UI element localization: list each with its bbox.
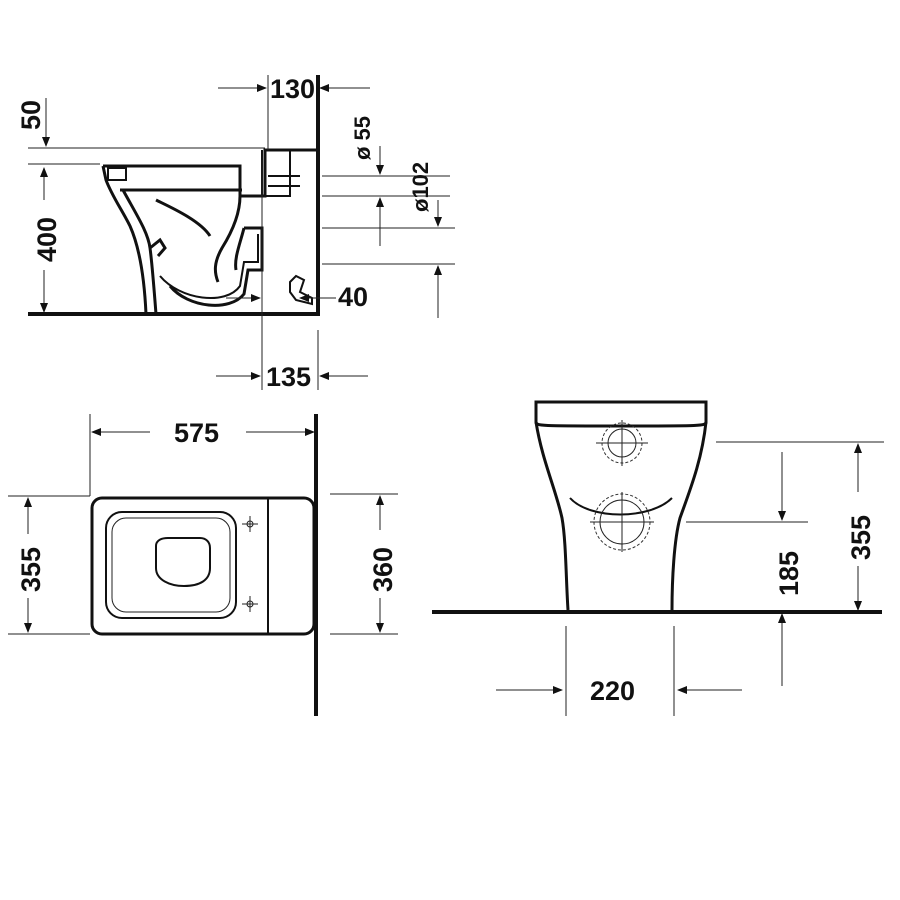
top-seat-inner <box>111 517 231 613</box>
dim-label-40: 40 <box>338 282 368 312</box>
dim-label-130: 130 <box>270 74 315 104</box>
top-fixing-point-lower <box>242 596 258 612</box>
dim-label-360: 360 <box>368 547 398 592</box>
dim-label-575: 575 <box>174 418 219 448</box>
front-pedestal-curve <box>569 497 673 516</box>
front-outlet-lower <box>590 492 654 552</box>
dim-label-50: 50 <box>16 100 46 130</box>
side-toilet-body <box>101 148 316 315</box>
side-seat-hinge <box>107 167 127 181</box>
top-fixing-point-upper <box>242 516 258 532</box>
dim-label-355-right: 355 <box>846 515 876 560</box>
top-view: 575 355 360 <box>8 414 398 716</box>
front-view: 220 185 355 <box>432 400 884 716</box>
front-seat-lid <box>534 400 708 428</box>
dim-label-400: 400 <box>32 217 62 262</box>
dim-label-d55: ø 55 <box>350 116 375 160</box>
side-view: 130 50 400 ø 55 ø102 40 135 <box>16 74 455 392</box>
dim-label-135: 135 <box>266 362 311 392</box>
dim-label-d102: ø102 <box>408 162 433 212</box>
top-toilet-outline <box>90 496 316 636</box>
dim-label-220: 220 <box>590 676 635 706</box>
top-bowl-opening <box>155 537 211 588</box>
front-toilet-body <box>534 421 708 611</box>
dim-label-185: 185 <box>774 551 804 596</box>
side-floor-connector <box>289 274 313 306</box>
front-inlet-upper <box>596 420 648 466</box>
top-seat-outline <box>105 511 237 619</box>
dim-label-355-left: 355 <box>16 547 46 592</box>
side-toilet-trap <box>159 150 300 299</box>
